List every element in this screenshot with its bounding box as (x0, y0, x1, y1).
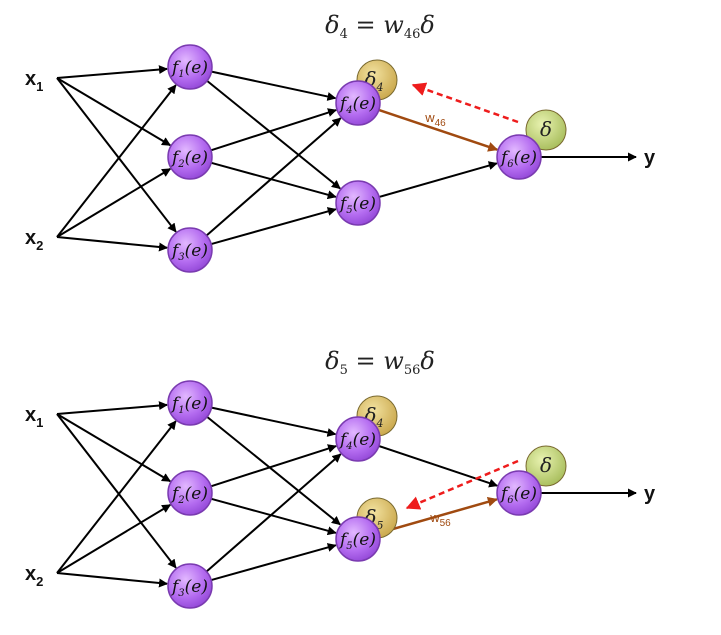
svg-text:δ: δ (540, 453, 552, 477)
neuron-3: f3(e) (167, 227, 213, 273)
edge-n4-n6 (378, 108, 499, 152)
delta-output: δ (525, 445, 567, 487)
neuron-1: f1(e) (167, 44, 213, 90)
edge-x2-n1 (56, 420, 177, 574)
svg-text:f4(e): f4(e) (338, 94, 376, 116)
equation: δ4 = w46δ (325, 11, 435, 42)
svg-text:f6(e): f6(e) (499, 148, 537, 170)
edge-n5-n6 (378, 496, 498, 535)
edge-x1-n2 (56, 77, 171, 147)
edge-n1-n4 (211, 406, 337, 437)
edge-n3-n5 (210, 543, 337, 582)
edge-x2-n2 (56, 503, 172, 574)
svg-text:f4(e): f4(e) (338, 430, 376, 452)
edge-n3-n5 (210, 207, 337, 246)
svg-text:f1(e): f1(e) (170, 394, 208, 416)
svg-text:f2(e): f2(e) (170, 148, 208, 170)
input-label-1: x1 (25, 404, 43, 430)
neuron-6: f6(e) (496, 134, 542, 180)
edge-x1-n1 (56, 65, 168, 79)
svg-text:f5(e): f5(e) (338, 194, 376, 216)
output-label: y (644, 147, 656, 169)
edge-x2-n3 (56, 572, 169, 588)
error-propagation-arrow (405, 459, 519, 510)
edge-x2-n3 (56, 236, 169, 252)
edge-n1-n5 (206, 416, 341, 526)
svg-text:f5(e): f5(e) (338, 530, 376, 552)
output-label: y (644, 483, 656, 505)
svg-text:f6(e): f6(e) (499, 484, 537, 506)
neuron-1: f1(e) (167, 380, 213, 426)
edge-n3-n4 (205, 117, 342, 237)
panel-1: δ4 = w46δx1x2yδ4δf1(e)f2(e)f3(e)f4(e)f5(… (25, 11, 656, 273)
input-label-2: x2 (25, 227, 43, 253)
svg-text:f3(e): f3(e) (170, 241, 208, 263)
svg-text:f2(e): f2(e) (170, 484, 208, 506)
neuron-2: f2(e) (167, 134, 213, 180)
weight-label: w56 (429, 510, 451, 529)
edge-n5-n6 (378, 161, 498, 198)
edge-n1-n4 (211, 70, 337, 101)
edge-x1-n2 (56, 413, 171, 483)
edge-n2-n5 (210, 497, 337, 536)
error-propagation-arrow (411, 82, 519, 124)
neuron-4: f4(e) (335, 80, 381, 126)
panel-2: δ5 = w56δx1x2yδ4δ5δf1(e)f2(e)f3(e)f4(e)f… (25, 347, 656, 609)
weight-label: w46 (424, 110, 446, 129)
svg-text:f1(e): f1(e) (170, 58, 208, 80)
edge-x2-n1 (56, 84, 177, 238)
edge-n2-n4 (210, 444, 337, 488)
edge-n4-n6 (378, 445, 499, 488)
neuron-3: f3(e) (167, 563, 213, 609)
edge-n2-n4 (210, 108, 337, 152)
svg-text:δ: δ (540, 117, 552, 141)
edge-x2-n2 (56, 167, 172, 238)
edge-x1-n3 (56, 77, 177, 233)
input-label-2: x2 (25, 563, 43, 589)
neuron-2: f2(e) (167, 470, 213, 516)
input-label-1: x1 (25, 68, 43, 94)
neuron-5: f5(e) (335, 516, 381, 562)
edge-x1-n1 (56, 401, 168, 415)
delta-output: δ (525, 109, 567, 151)
edge-n2-n5 (210, 161, 337, 200)
edge-x1-n3 (56, 413, 177, 569)
svg-text:f3(e): f3(e) (170, 577, 208, 599)
edge-n1-n5 (206, 80, 341, 190)
neuron-5: f5(e) (335, 180, 381, 226)
equation: δ5 = w56δ (325, 347, 435, 378)
neuron-4: f4(e) (335, 416, 381, 462)
edge-n3-n4 (205, 453, 342, 573)
neuron-6: f6(e) (496, 470, 542, 516)
